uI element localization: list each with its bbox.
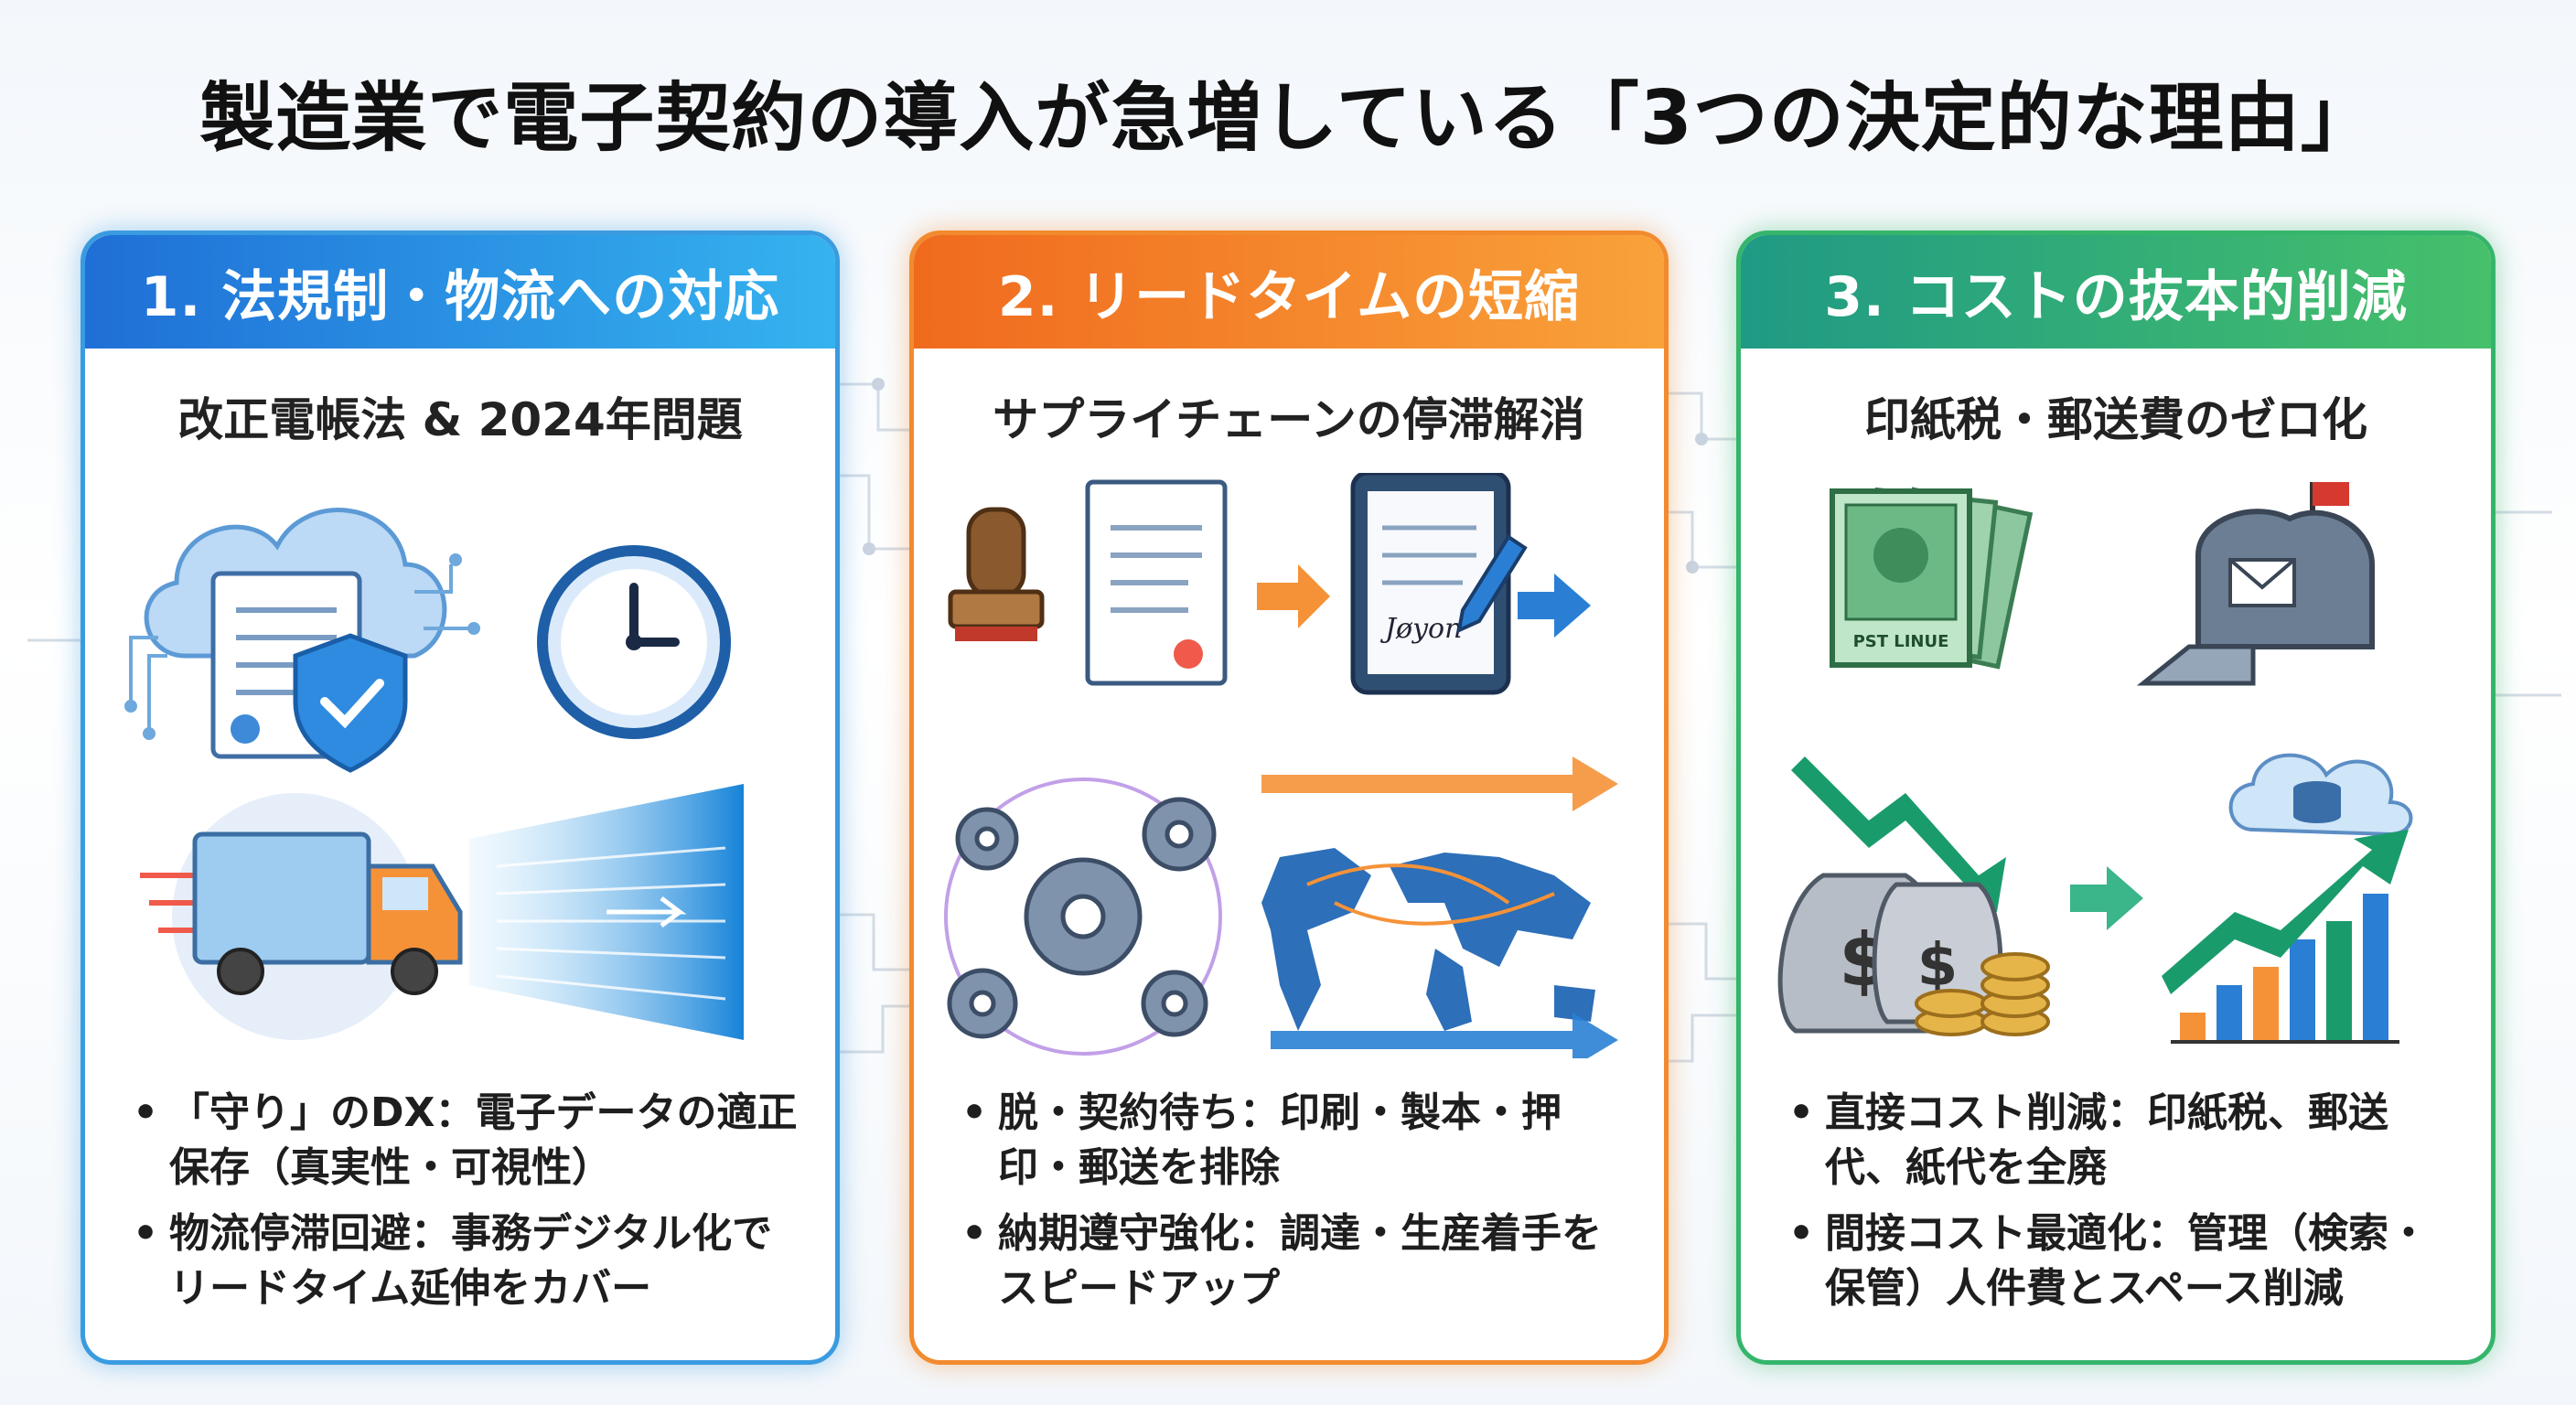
card-lead-time: 2. リードタイムの短縮 サプライチェーンの停滞解消 Jøyon xyxy=(909,231,1669,1365)
stamp-label: PST LINUE xyxy=(1853,632,1949,651)
card-subheading: 印紙税・郵送費のゼロ化 xyxy=(1864,393,2367,446)
bullet-item: 物流停滞回避：事務デジタル化でリードタイム延伸をカバー xyxy=(129,1207,806,1316)
bullet-item: 納期遵守強化：調達・生産着手をスピードアップ xyxy=(958,1207,1635,1316)
arrow-right-icon xyxy=(1257,564,1330,628)
card-heading: 3. コストの抜本的削減 xyxy=(1741,235,2491,349)
cloud-growth-chart-icon xyxy=(2162,753,2413,1044)
cloud-document-shield-icon xyxy=(124,508,480,773)
card-heading: 2. リードタイムの短縮 xyxy=(914,235,1664,349)
world-map-supply-flow-icon xyxy=(1261,756,1618,1058)
card-1-illustration xyxy=(124,508,744,1040)
revenue-stamp-icon: PST LINUE xyxy=(1830,487,2034,670)
page-title: 製造業で電子契約の導入が急増している「3つの決定的な理由」 xyxy=(199,75,2377,162)
arrow-right-icon xyxy=(2070,866,2143,930)
card-legal-logistics: 1. 法規制・物流への対応 改正電帳法 & 2024年問題 xyxy=(80,231,840,1365)
bullet-item: 直接コスト削減：印紙税、郵送代、紙代を全廃 xyxy=(1785,1086,2462,1196)
card-heading: 1. 法規制・物流への対応 xyxy=(85,235,835,349)
card-1-bullets: 「守り」のDX：電子データの適正保存（真実性・可視性） 物流停滞回避：事務デジタ… xyxy=(129,1086,806,1327)
bullet-item: 脱・契約待ち：印刷・製本・押印・郵送を排除 xyxy=(958,1086,1635,1196)
delivery-truck-icon xyxy=(140,793,463,1040)
clock-icon xyxy=(537,545,731,739)
card-3-bullets: 直接コスト削減：印紙税、郵送代、紙代を全廃 間接コスト最適化：管理（検索・保管）… xyxy=(1785,1086,2462,1327)
card-subheading: サプライチェーンの停滞解消 xyxy=(993,393,1585,446)
card-subheading: 改正電帳法 & 2024年問題 xyxy=(177,393,743,446)
bullet-item: 間接コスト最適化：管理（検索・保管）人件費とスペース削減 xyxy=(1785,1207,2462,1316)
stamp-paper-icon xyxy=(948,479,1228,686)
signature-text: Jøyon xyxy=(1379,613,1462,645)
digital-data-stream-icon xyxy=(469,784,744,1040)
mailbox-icon xyxy=(2136,482,2375,686)
card-2-illustration: Jøyon xyxy=(944,473,1618,1058)
currency-symbol: $ xyxy=(1917,932,1959,1000)
card-3-illustration: PST LINUE $ $ xyxy=(1777,482,2413,1044)
card-2-bullets: 脱・契約待ち：印刷・製本・押印・郵送を排除 納期遵守強化：調達・生産着手をスピー… xyxy=(958,1086,1635,1327)
card-cost-reduction: 3. コストの抜本的削減 印紙税・郵送費のゼロ化 PST LINUE $ $ xyxy=(1736,231,2496,1365)
bullet-item: 「守り」のDX：電子データの適正保存（真実性・可視性） xyxy=(129,1086,806,1196)
money-bags-falling-icon: $ $ xyxy=(1777,756,2050,1036)
tablet-signature-icon: Jøyon xyxy=(1350,473,1591,695)
gears-network-icon xyxy=(944,778,1222,1056)
